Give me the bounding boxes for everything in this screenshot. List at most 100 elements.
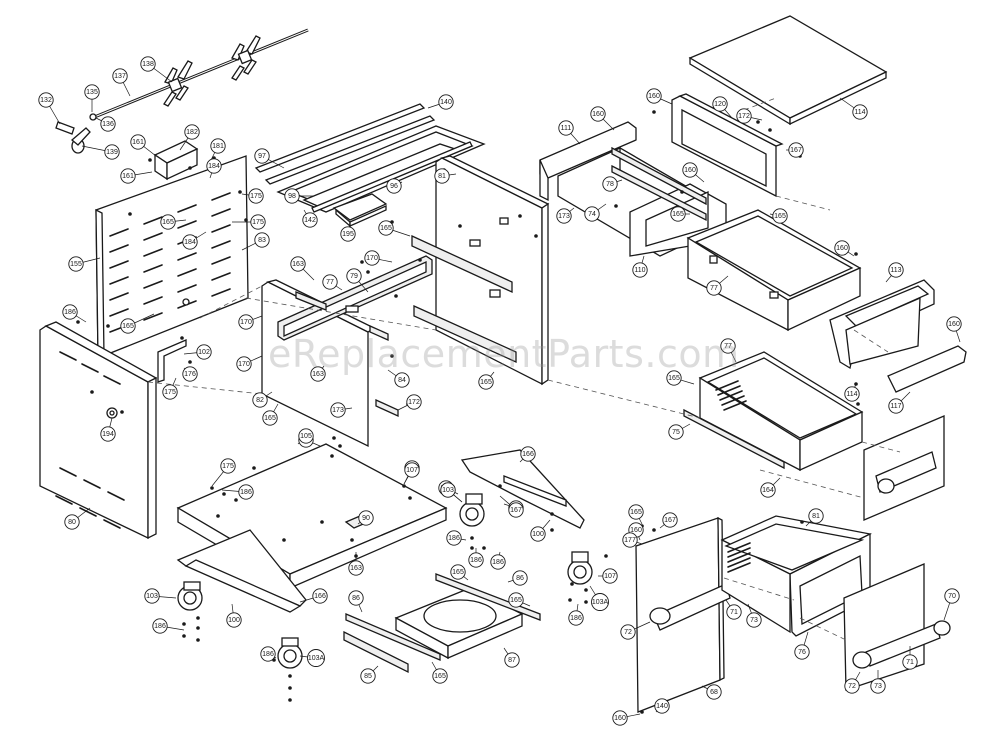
center-back-panel [411, 155, 550, 386]
callout-c-165b: 165 [120, 318, 136, 334]
callout-text: 170 [240, 319, 252, 326]
callout-text: 82 [256, 397, 264, 404]
trash-bin-frame [343, 573, 541, 674]
callout-c-165f: 165 [670, 206, 686, 222]
callout-text: 80 [68, 519, 76, 526]
callout-c-186e: 186 [446, 530, 462, 546]
callout-c-186c: 186 [152, 618, 168, 634]
callout-text: 194 [102, 431, 114, 438]
callout-c-77c: 77 [720, 338, 736, 354]
callout-c-186: 186 [62, 304, 78, 320]
callout-c-76: 76 [794, 644, 810, 660]
callout-text: 163 [350, 565, 362, 572]
callout-text: 163 [292, 261, 304, 268]
callout-c-170c: 170 [236, 356, 252, 372]
callout-text: 160 [614, 715, 626, 722]
callout-text: 87 [508, 657, 516, 664]
callout-c-84: 84 [394, 372, 410, 388]
callout-c-163b: 163 [310, 366, 326, 382]
callout-text: 138 [142, 61, 154, 68]
callout-text: 160 [592, 111, 604, 118]
callout-text: 177 [624, 537, 636, 544]
callout-text: 160 [836, 245, 848, 252]
callout-c-70: 70 [944, 588, 960, 604]
callout-text: 186 [492, 559, 504, 566]
callout-text: 181 [212, 143, 224, 150]
callout-c-186b: 186 [238, 484, 254, 500]
callout-text: 165 [434, 673, 446, 680]
callout-text: 164 [762, 487, 774, 494]
callout-text: 172 [738, 113, 750, 120]
callout-text: 166 [522, 451, 534, 458]
callout-text: 182 [186, 129, 198, 136]
callout-labels: 1321351371381361391611821811841611751751… [38, 56, 962, 726]
callout-c-160d: 160 [834, 240, 850, 256]
callout-text: 165 [668, 375, 680, 382]
callout-c-160e: 160 [946, 316, 962, 332]
callout-text: 132 [40, 97, 52, 104]
drawer-box-bottom [720, 515, 873, 637]
callout-c-182: 182 [184, 124, 200, 140]
callout-c-103c: 103 [440, 482, 456, 498]
callout-c-80: 80 [64, 514, 80, 530]
callout-text: 72 [624, 629, 632, 636]
callout-text: 84 [398, 377, 406, 384]
callout-text: 167 [664, 517, 676, 524]
callout-text: 96 [390, 183, 398, 190]
callout-c-71b: 71 [902, 654, 918, 670]
callout-text: 160 [948, 321, 960, 328]
callout-text: 186 [470, 557, 482, 564]
callout-text: 86 [516, 575, 524, 582]
callout-text: 165 [452, 569, 464, 576]
front-frame [671, 93, 784, 198]
callout-text: 70 [948, 593, 956, 600]
callout-c-107b: 107 [602, 568, 618, 584]
callout-text: 110 [634, 267, 645, 274]
callout-text: 76 [798, 649, 806, 656]
callout-c-165g: 165 [772, 208, 788, 224]
callout-text: 195 [342, 231, 354, 238]
callout-text: 73 [874, 683, 882, 690]
callout-c-140b: 140 [654, 698, 670, 714]
callout-text: 175 [164, 389, 176, 396]
callout-text: 102 [198, 349, 210, 356]
callout-text: 103A [592, 599, 609, 606]
callout-c-194: 194 [100, 426, 116, 442]
callout-c-103ab: 103A [591, 593, 609, 611]
callout-text: 81 [438, 173, 446, 180]
callout-c-81: 81 [434, 168, 450, 184]
callout-c-114b: 114 [844, 386, 860, 402]
rotisserie-spit [55, 28, 309, 154]
callout-text: 85 [364, 673, 372, 680]
callout-text: 68 [710, 689, 718, 696]
callout-c-86b: 86 [348, 590, 364, 606]
grease-tray-rails [254, 103, 486, 213]
callout-c-72: 72 [620, 624, 636, 640]
caster-left-rear [277, 637, 303, 669]
callout-text: 113 [890, 267, 901, 274]
callout-text: 165 [630, 509, 642, 516]
callout-c-164: 164 [760, 482, 776, 498]
callout-text: 165 [122, 323, 134, 330]
callout-c-100: 100 [226, 612, 242, 628]
callout-c-138: 138 [140, 56, 156, 72]
callout-c-163c: 163 [348, 560, 364, 576]
callout-text: 170 [366, 255, 378, 262]
callout-text: 167 [790, 147, 802, 154]
callout-text: 103 [442, 487, 454, 494]
callout-text: 140 [656, 703, 668, 710]
callout-text: 103A [308, 655, 325, 662]
callout-text: 186 [64, 309, 76, 316]
callout-text: 75 [672, 429, 680, 436]
callout-text: 100 [228, 617, 240, 624]
callout-text: 160 [630, 527, 642, 534]
callout-c-113: 113 [888, 262, 904, 278]
callout-c-186d: 186 [260, 646, 276, 662]
callout-text: 161 [132, 139, 144, 146]
callout-text: 71 [730, 609, 738, 616]
callout-c-98: 98 [284, 188, 300, 204]
callout-c-79: 79 [346, 268, 362, 284]
callout-text: 139 [106, 149, 118, 156]
callout-text: 98 [288, 193, 296, 200]
